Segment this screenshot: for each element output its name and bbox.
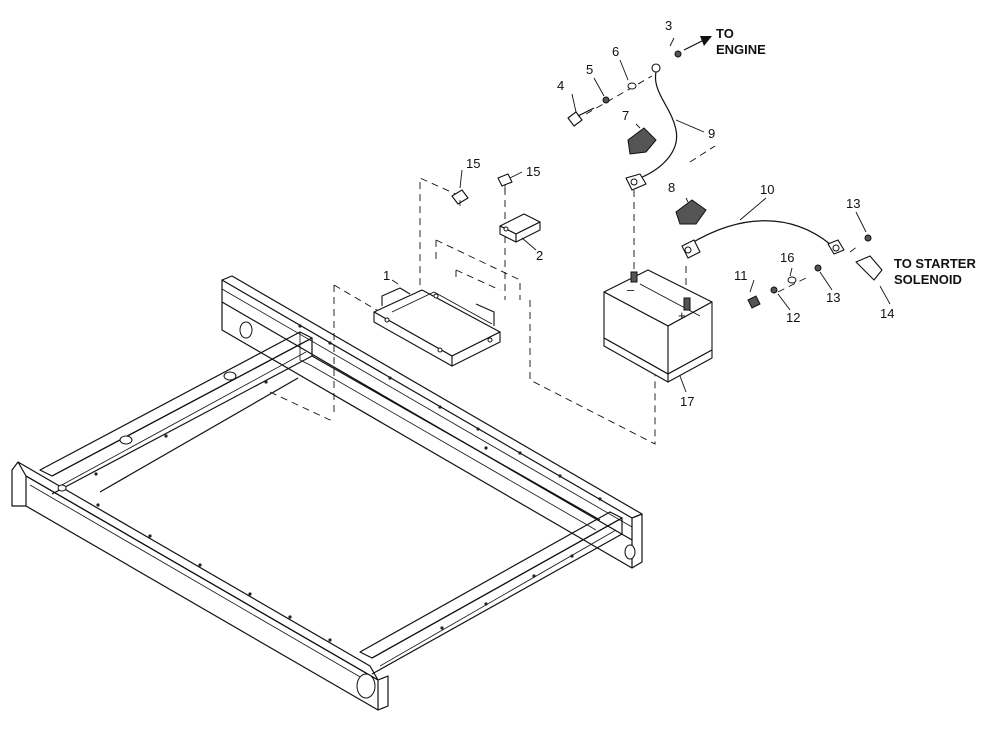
battery-tray	[373, 287, 501, 367]
callout-9: 9	[708, 126, 715, 141]
hold-down-clamp	[499, 213, 541, 243]
callout-3: 3	[665, 18, 672, 33]
hold-down-bolt-left	[451, 189, 469, 206]
callout-17: 17	[680, 394, 694, 409]
frame-hardware	[94, 324, 602, 642]
inner-rail-back	[311, 355, 601, 521]
engine-ground-hardware	[567, 36, 712, 127]
callout-15-right: 15	[526, 164, 540, 179]
to-starter-note-line2: SOLENOID	[894, 272, 962, 287]
leader-lines	[391, 37, 891, 393]
left-cross-member	[39, 331, 313, 495]
rear-frame-rail	[221, 275, 643, 569]
to-starter-note-line1: TO STARTER	[894, 256, 976, 271]
to-engine-note-line2: ENGINE	[716, 42, 766, 57]
callout-5: 5	[586, 62, 593, 77]
skid-frame	[11, 275, 643, 711]
assembly-lines	[269, 75, 859, 445]
callout-8: 8	[668, 180, 675, 195]
negative-terminal-cover	[627, 127, 657, 155]
callout-13-lower: 13	[826, 290, 840, 305]
routing-notes: TO ENGINE TO STARTER SOLENOID	[716, 26, 976, 287]
inner-rail-left	[99, 377, 299, 493]
front-frame-rail	[11, 461, 389, 711]
positive-battery-cable	[681, 220, 845, 259]
to-engine-note-line1: TO	[716, 26, 734, 41]
callout-1: 1	[383, 268, 390, 283]
battery-negative-symbol: –	[627, 282, 635, 297]
callout-6: 6	[612, 44, 619, 59]
battery: – +	[603, 269, 713, 383]
hold-down-bolt-right	[497, 173, 513, 192]
negative-battery-cable	[625, 63, 678, 191]
battery-positive-symbol: +	[678, 308, 686, 323]
starter-hardware	[747, 234, 883, 309]
callout-4: 4	[557, 78, 564, 93]
callout-13-upper: 13	[846, 196, 860, 211]
callout-2: 2	[536, 248, 543, 263]
callout-11: 11	[734, 268, 748, 283]
callout-14: 14	[880, 306, 894, 321]
callout-12: 12	[786, 310, 800, 325]
callout-16: 16	[780, 250, 794, 265]
callout-15-left: 15	[466, 156, 480, 171]
positive-terminal-cover	[675, 199, 707, 225]
callout-10: 10	[760, 182, 774, 197]
right-cross-member	[359, 511, 623, 675]
callout-7: 7	[622, 108, 629, 123]
callout-labels: 1 2 3 4 5 6 7 8 9 10 11 12 13 13 14 15 1…	[383, 18, 894, 409]
